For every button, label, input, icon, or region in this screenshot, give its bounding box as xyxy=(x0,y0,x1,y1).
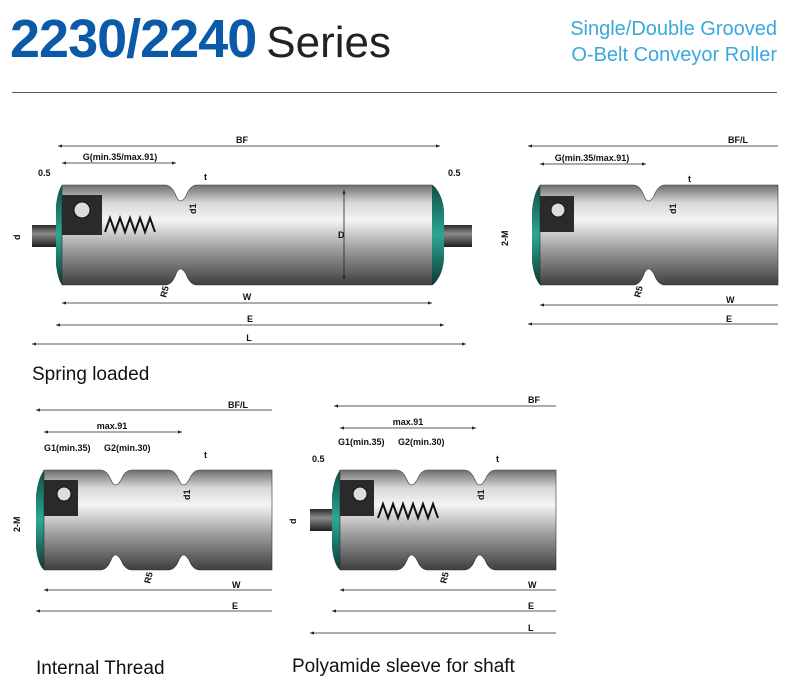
series-word: Series xyxy=(266,18,391,67)
roller-tube xyxy=(339,469,557,571)
dim-D: D xyxy=(338,230,345,240)
dim-w: W xyxy=(726,295,735,305)
dim-e: E xyxy=(726,314,732,324)
dim-bf: BF xyxy=(236,135,248,145)
dim-g: G(min.35/max.91) xyxy=(555,153,630,163)
bearing xyxy=(352,486,368,502)
dim-w: W xyxy=(528,580,537,590)
dim-g1: G1(min.35) xyxy=(338,437,385,447)
caption-spring-loaded: Spring loaded xyxy=(32,364,150,385)
dim-t: t xyxy=(204,450,207,460)
end-cap-left xyxy=(56,185,62,285)
roller-tube xyxy=(539,184,779,286)
dim-g: G(min.35/max.91) xyxy=(83,152,158,162)
dim-d1: d1 xyxy=(476,489,486,500)
dim-0-5-right: 0.5 xyxy=(448,168,461,178)
bearing xyxy=(550,202,566,218)
dim-w: W xyxy=(232,580,241,590)
dim-max91: max.91 xyxy=(97,421,128,431)
dim-e: E xyxy=(528,601,534,611)
page-subtitle: Single/Double Grooved O-Belt Conveyor Ro… xyxy=(570,16,777,68)
dim-d: d xyxy=(288,519,298,525)
dim-2m: 2-M xyxy=(500,231,510,247)
dim-t: t xyxy=(496,454,499,464)
roller-tube xyxy=(43,469,273,571)
dim-bf-l: BF/L xyxy=(728,135,748,145)
dim-g2: G2(min.30) xyxy=(398,437,445,447)
spring xyxy=(377,501,439,521)
caption-internal-thread: Internal Thread xyxy=(36,658,165,679)
end-cap-left xyxy=(332,470,340,570)
drawing-spring-loaded: BF G(min.35/max.91) 0.5 0.5 t d1 d D R5 … xyxy=(12,135,472,346)
roller-tube xyxy=(61,184,441,286)
caption-polyamide: Polyamide sleeve for shaft xyxy=(292,656,515,677)
dim-l: L xyxy=(528,623,534,633)
dim-0-5-left: 0.5 xyxy=(38,168,51,178)
dim-g1: G1(min.35) xyxy=(44,443,91,453)
bearing xyxy=(73,201,91,219)
dim-r5: R5 xyxy=(632,285,645,299)
dim-t: t xyxy=(688,174,691,184)
dim-2m: 2-M xyxy=(12,517,22,533)
end-cap-right xyxy=(432,185,444,285)
end-cap-left xyxy=(36,470,44,570)
dim-bf-l: BF/L xyxy=(228,400,248,410)
dim-r5: R5 xyxy=(158,285,171,299)
subtitle-line-2: O-Belt Conveyor Roller xyxy=(571,44,777,66)
bearing xyxy=(56,486,72,502)
dim-d: d xyxy=(12,235,22,241)
dim-0-5: 0.5 xyxy=(312,454,325,464)
header-divider xyxy=(12,92,777,93)
spring xyxy=(104,215,156,235)
dim-d1: d1 xyxy=(668,203,678,214)
dim-max91: max.91 xyxy=(393,417,424,427)
dim-w: W xyxy=(243,292,252,302)
drawing-polyamide-sleeve: BF max.91 G1(min.35) G2(min.30) 0.5 t d1… xyxy=(288,395,557,635)
model-number: 2230/2240 xyxy=(10,9,257,69)
end-cap-left xyxy=(532,185,540,285)
drawing-internal-thread: BF/L max.91 G1(min.35) G2(min.30) t d1 2… xyxy=(12,400,273,613)
dim-d1: d1 xyxy=(182,489,192,500)
subtitle-line-1: Single/Double Grooved xyxy=(570,18,777,40)
dim-bf: BF xyxy=(528,395,540,405)
drawing-internal-thread-top: BF/L G(min.35/max.91) t d1 2-M R5 W E xyxy=(500,135,779,326)
dim-d1: d1 xyxy=(188,203,198,214)
dim-t: t xyxy=(204,172,207,182)
dim-e: E xyxy=(247,314,253,324)
dim-r5: R5 xyxy=(142,571,155,585)
dim-r5: R5 xyxy=(438,571,451,585)
dim-e: E xyxy=(232,601,238,611)
dim-l: L xyxy=(246,333,252,343)
dim-g2: G2(min.30) xyxy=(104,443,151,453)
